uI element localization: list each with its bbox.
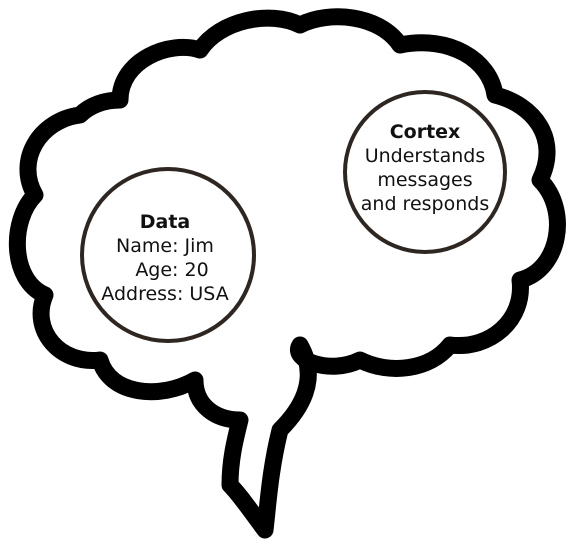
data-circle-text: Data Name: Jim Age: 20 Address: USA [80,210,250,306]
cortex-line-1: Understands [364,145,486,167]
cortex-circle [343,90,507,254]
cortex-line-2: messages [377,169,473,191]
data-name-line: Name: Jim [116,235,214,257]
cortex-circle-text: Cortex Understands messages and responds [340,120,510,216]
data-circle [80,167,256,343]
data-address-line: Address: USA [101,283,229,305]
cortex-line-3: and responds [360,193,490,215]
data-heading: Data [139,211,191,233]
data-age-line: Age: 20 [135,259,209,281]
cortex-heading: Cortex [389,121,461,143]
